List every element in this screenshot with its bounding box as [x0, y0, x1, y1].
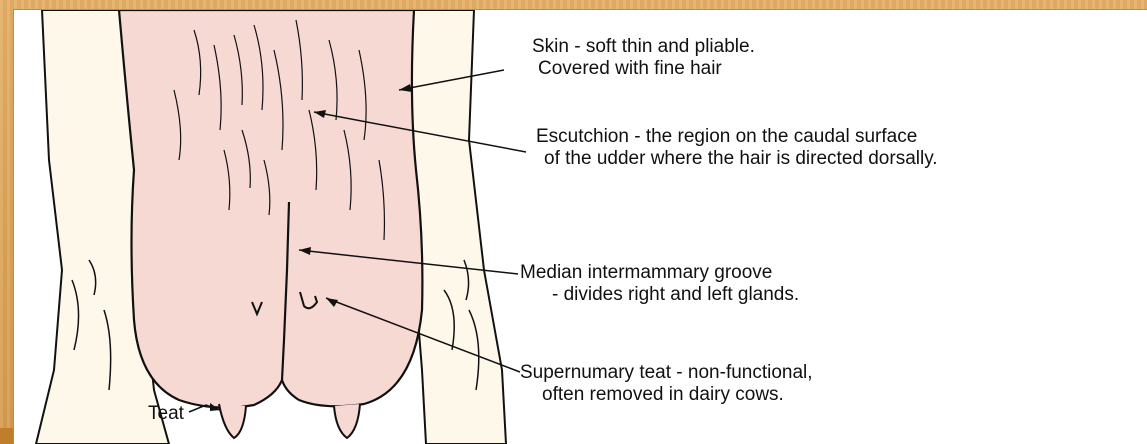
- escutchion-label-line1: Escutchion - the region on the caudal su…: [536, 126, 917, 147]
- frame-accent: [0, 428, 14, 444]
- left-teat: [219, 404, 246, 438]
- diagram-panel: Skin - soft thin and pliable. Covered wi…: [14, 10, 1147, 444]
- teat-label: Teat: [148, 403, 184, 424]
- median-label-line2: - divides right and left glands.: [552, 284, 799, 305]
- udder-body: [119, 10, 422, 408]
- supernumary-label-line1: Supernumary teat - non-functional,: [520, 362, 813, 383]
- right-teat: [334, 404, 360, 438]
- escutchion-label-line2: of the udder where the hair is directed …: [544, 148, 938, 169]
- skin-label-line2: Covered with fine hair: [538, 58, 722, 79]
- supernumary-label-line2: often removed in dairy cows.: [542, 384, 784, 405]
- skin-label-line1: Skin - soft thin and pliable.: [532, 36, 755, 57]
- median-label-line1: Median intermammary groove: [520, 262, 772, 283]
